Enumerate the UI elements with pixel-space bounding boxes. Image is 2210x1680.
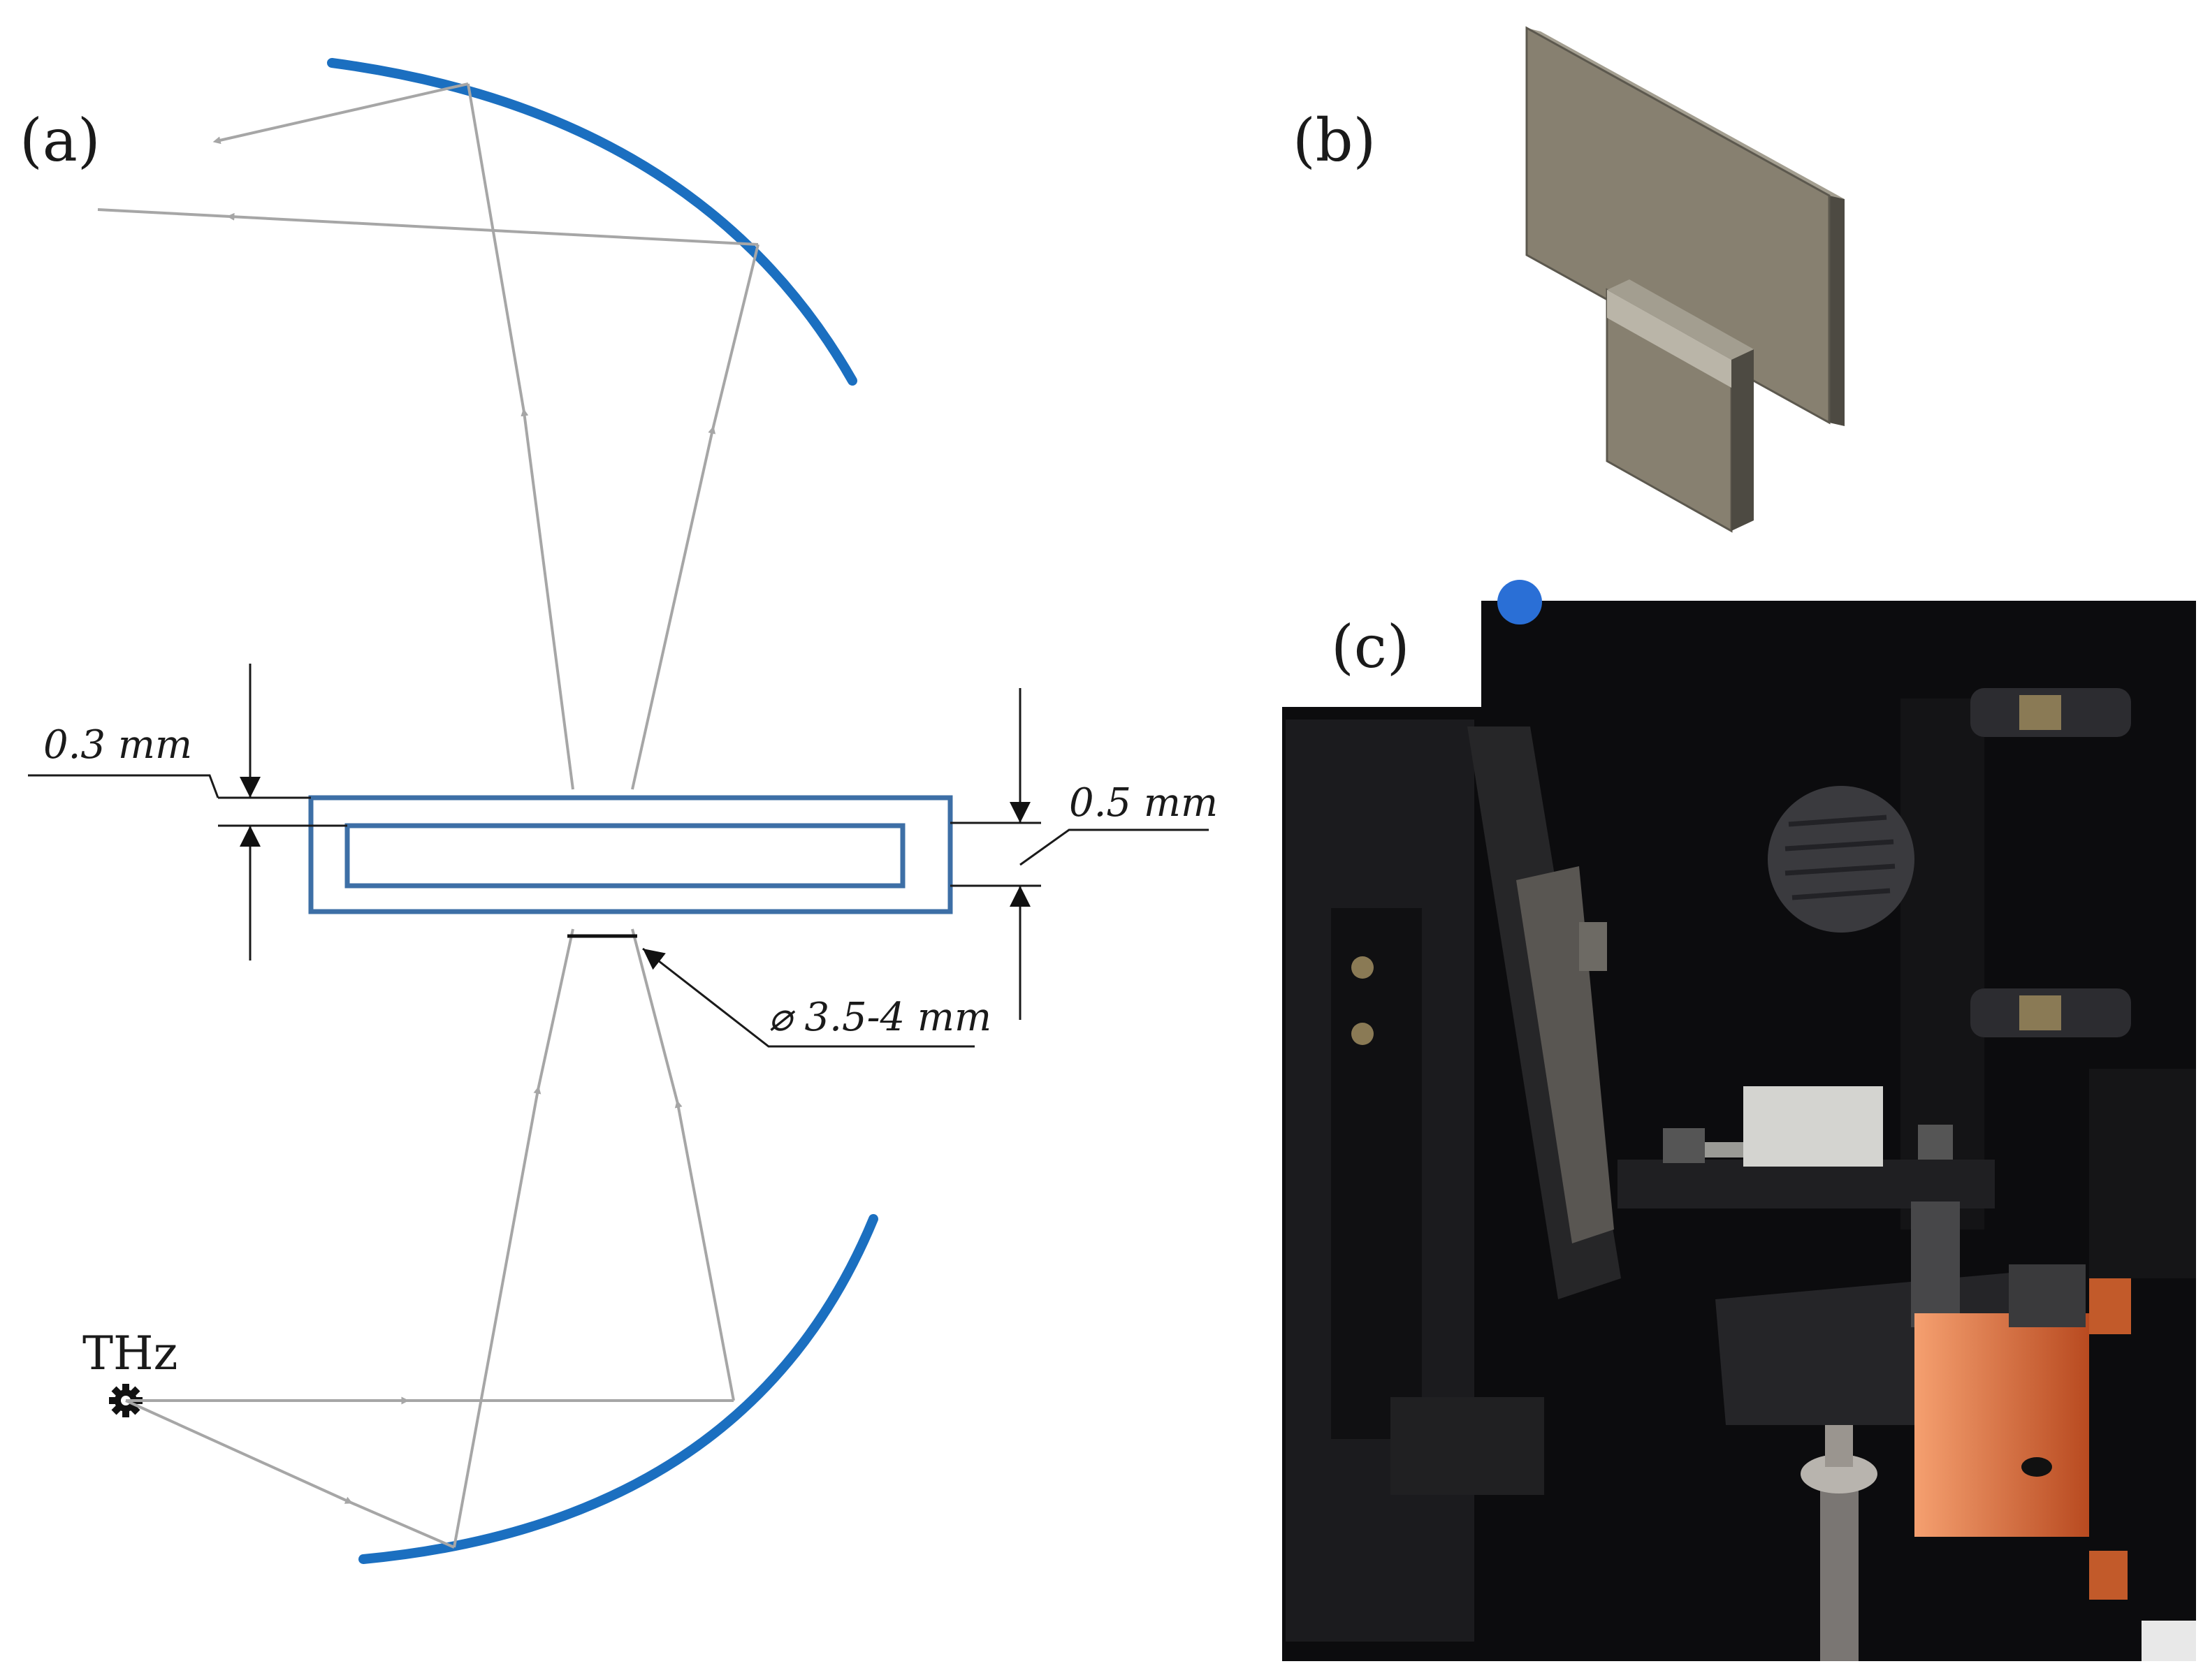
sample-holder (1617, 1086, 1995, 1208)
ray-input-lower (125, 1399, 455, 1549)
dimension-gap: 0.5 mm (950, 688, 1218, 1020)
mirror-mount (1768, 688, 2131, 1229)
tab-side-face (1731, 349, 1754, 531)
setup-photo (1282, 580, 2196, 1661)
right-block (2089, 1069, 2196, 1278)
source-label: THz (82, 1327, 177, 1380)
cell-outer-wall (308, 795, 953, 914)
ray-diverge-left (467, 83, 574, 790)
panel-c: (c) (1282, 580, 2196, 1661)
panel-b: (b) (1293, 26, 1845, 533)
bottom-parabolic-mirror (358, 1214, 878, 1564)
adjustment-knob (1768, 786, 1914, 933)
thz-source: THz (82, 1327, 177, 1417)
rays-output (97, 82, 759, 246)
ray-output-lower-tail (97, 208, 231, 218)
orange-post-mount (1911, 1201, 2131, 1600)
tab-top-face (1607, 279, 1754, 360)
cell-inner-cavity (344, 823, 906, 889)
tab-bevel (1607, 290, 1731, 388)
panel-label-c: (c) (1331, 613, 1410, 681)
ray-diverge-right (631, 244, 759, 790)
plate-side-face (1829, 196, 1845, 426)
dim-label-aperture: ⌀ 3.5-4 mm (769, 995, 991, 1040)
panel-label-b: (b) (1293, 106, 1376, 175)
top-parabolic-mirror (327, 58, 857, 386)
white-corner (2142, 1621, 2196, 1661)
sample-plate-render (1525, 26, 1845, 533)
ray-converge-left (453, 928, 574, 1548)
plate-front-face (1525, 26, 1831, 425)
ray-converge-right (631, 928, 735, 1401)
panel-label-a: (a) (20, 106, 101, 175)
translation-stage (1286, 720, 1621, 1642)
panel-a: (a) THz (20, 58, 1218, 1564)
sample-plate-photo (1743, 1086, 1883, 1167)
screw-post (1801, 1425, 1877, 1661)
photo-blue-spot (1497, 580, 1542, 624)
rays-input (125, 1396, 734, 1549)
dim-label-wall: 0.3 mm (43, 722, 192, 768)
ray-output-upper (212, 82, 469, 145)
plate-top-face (1527, 28, 1845, 199)
ray-output-lower-head (226, 212, 759, 246)
dimension-aperture: ⌀ 3.5-4 mm (567, 934, 991, 1048)
dim-label-gap: 0.5 mm (1069, 780, 1218, 826)
rays-diverging (467, 83, 759, 790)
dimension-wall-thickness: 0.3 mm (28, 664, 347, 960)
rays-converging (453, 928, 735, 1548)
sample-cell (308, 795, 953, 914)
